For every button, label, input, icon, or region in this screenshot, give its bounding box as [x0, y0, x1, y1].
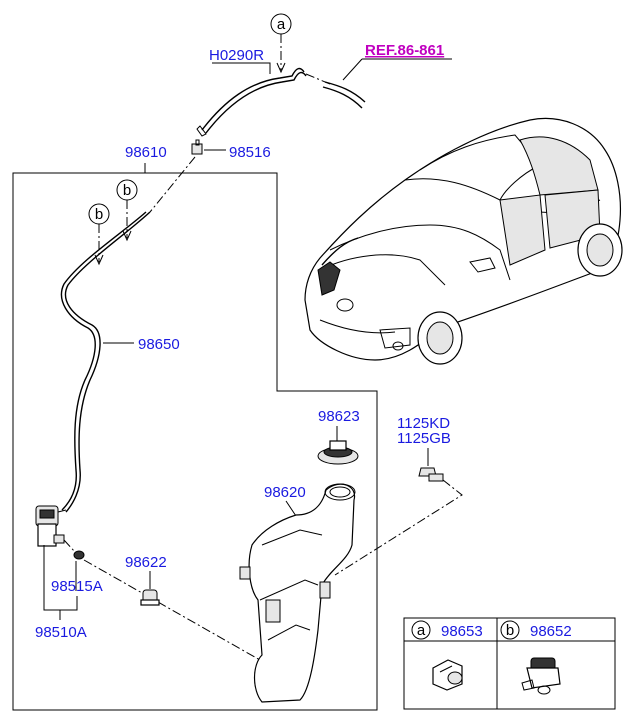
label-1125kd: 1125KD	[397, 415, 450, 432]
legend-b-part: 98652	[530, 623, 572, 640]
label-98610: 98610	[125, 144, 167, 161]
ref-hose	[324, 81, 366, 103]
plug-98622	[140, 589, 160, 606]
callout-b-letter-1: b	[123, 182, 131, 199]
washer-pump	[35, 505, 67, 547]
bolt	[418, 467, 444, 482]
clip-98652	[521, 657, 561, 695]
car-illustration	[304, 117, 623, 365]
ref-leader	[342, 58, 363, 81]
label-98516: 98516	[229, 144, 271, 161]
callout-a-top: a	[270, 13, 292, 74]
legend-a-part: 98653	[441, 623, 483, 640]
valve-dash	[149, 156, 196, 213]
check-valve-98516	[191, 139, 203, 155]
assembly-frame	[12, 172, 378, 711]
label-h0290r: H0290R	[209, 47, 264, 64]
label-98510a: 98510A	[35, 624, 87, 641]
label-98622: 98622	[125, 554, 167, 571]
pump-dash	[63, 539, 76, 553]
label-1125gb: 1125GB	[397, 430, 451, 447]
leader-h0290r	[212, 62, 271, 74]
grommet-98515a	[73, 550, 85, 560]
legend-b-letter: b	[506, 622, 514, 639]
legend-a-letter: a	[417, 622, 426, 639]
bolt-dash	[334, 479, 463, 576]
hood-hose	[196, 67, 307, 137]
callout-b-letter-2: b	[95, 206, 103, 223]
callout-b-2: b	[88, 203, 110, 266]
label-98623: 98623	[318, 408, 360, 425]
clip-98653	[432, 659, 463, 691]
legend-table: a 98653 b 98652	[403, 617, 616, 710]
label-98650: 98650	[138, 336, 180, 353]
label-98620: 98620	[264, 484, 306, 501]
callout-a-letter: a	[277, 16, 286, 33]
grommet-dash	[83, 559, 261, 661]
washer-hose-98650	[60, 211, 151, 513]
label-98515a: 98515A	[51, 578, 103, 595]
ref-hose-2	[322, 86, 363, 109]
filler-cap-98623	[317, 440, 359, 465]
ref-label: REF.86-861	[365, 42, 444, 59]
leader-98620	[285, 500, 297, 517]
washer-reservoir-98620	[239, 483, 356, 703]
